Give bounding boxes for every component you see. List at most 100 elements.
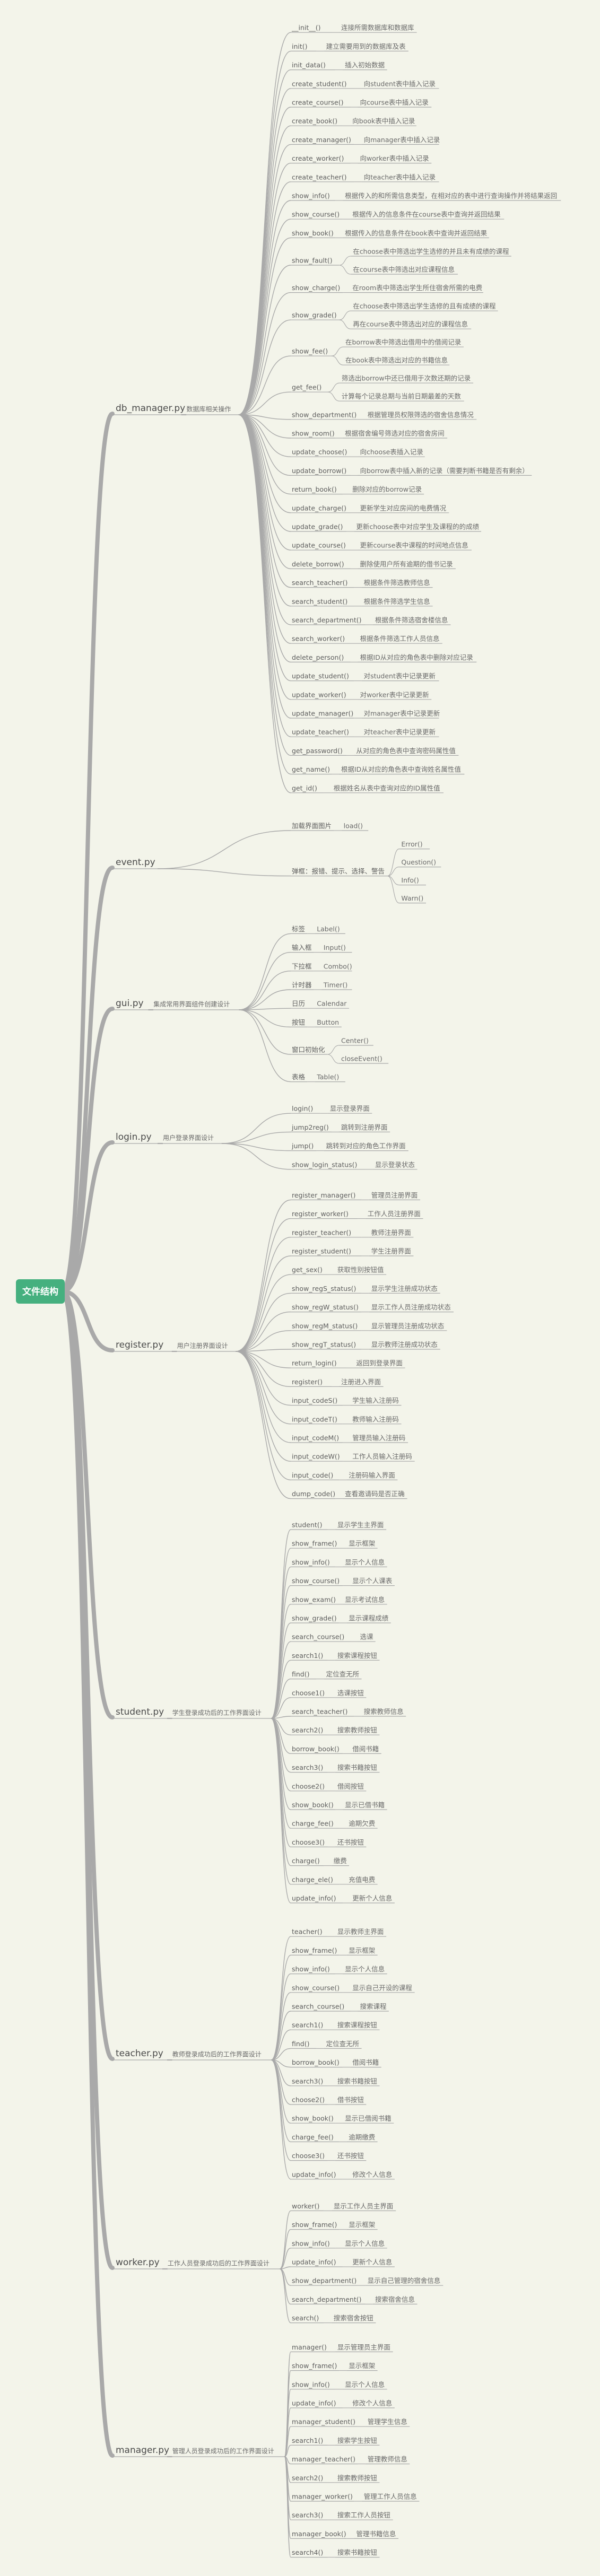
function-node: student() xyxy=(292,1521,323,1529)
file-node-student: student.py xyxy=(116,1707,164,1717)
description-node: 对student表中记录更新 xyxy=(364,672,436,680)
description-node: 根据条件筛选工作人员信息 xyxy=(360,635,440,643)
connector-line xyxy=(238,414,291,513)
function-node: show_course() xyxy=(292,211,340,219)
connector-line xyxy=(238,391,291,415)
connector-line xyxy=(238,265,291,415)
connector-line xyxy=(238,414,291,588)
function-node: return_login() xyxy=(292,1359,337,1367)
description-node: load() xyxy=(344,822,363,830)
description-node: Warn() xyxy=(401,894,423,902)
description-node: 学生注册界面 xyxy=(371,1247,411,1255)
description-node: 显示登录状态 xyxy=(375,1160,415,1168)
description-node: 定位查无所 xyxy=(326,2040,360,2048)
connector-line xyxy=(238,414,291,700)
connector-line xyxy=(238,414,291,775)
connector-line xyxy=(157,868,291,877)
description-node: 搜索工作人员按钮 xyxy=(337,2511,390,2519)
function-node: init() xyxy=(292,42,308,50)
connector-line xyxy=(238,414,291,495)
description-node: 对worker表中记录更新 xyxy=(360,691,429,698)
connector-line xyxy=(238,414,291,420)
function-node: search_student() xyxy=(292,597,347,605)
description-node: 管理工作人员信息 xyxy=(364,2493,417,2501)
function-node: search_course() xyxy=(292,2003,344,2011)
function-node: jump() xyxy=(291,1142,314,1150)
function-node: delete_borrow() xyxy=(292,560,344,568)
function-node: 窗口初始化 xyxy=(292,1046,325,1054)
function-node: manager_student() xyxy=(292,2418,355,2426)
function-node: choose3() xyxy=(292,2152,325,2160)
connector-line xyxy=(271,2011,291,2060)
description-node: 显示个人信息 xyxy=(345,1965,385,1973)
connector-line xyxy=(339,265,351,275)
function-node: show_book() xyxy=(292,2115,334,2123)
description-node: 搜索书籍按钮 xyxy=(337,2548,377,2556)
function-node: show_info() xyxy=(292,1558,330,1566)
description-node: 向borrow表中插入新的记录（需要判断书籍是否有剩余） xyxy=(360,467,529,475)
description-node: 显示学生注册成功状态 xyxy=(371,1285,438,1293)
connector-line xyxy=(271,1548,291,1719)
description-node: 删除对应的borrow记录 xyxy=(352,485,422,493)
connector-line xyxy=(239,1009,291,1028)
function-node: show_regM_status() xyxy=(292,1322,358,1330)
connector-line xyxy=(238,414,291,476)
description-node: 搜索教师按钮 xyxy=(337,1726,377,1734)
function-node: borrow_book() xyxy=(292,2058,340,2066)
connector-line xyxy=(271,2029,291,2060)
description-node: 显示个人信息 xyxy=(345,1558,385,1566)
connector-line xyxy=(271,2048,291,2060)
function-node: search3() xyxy=(292,2077,323,2085)
description-node: Input() xyxy=(324,944,346,951)
function-node: create_worker() xyxy=(292,154,344,162)
description-node: 搜索宿舍信息 xyxy=(375,2295,415,2303)
function-node: delete_person() xyxy=(292,653,344,661)
function-node: input_codeT() xyxy=(292,1415,337,1423)
connector-line xyxy=(236,1311,291,1352)
function-node: search_worker() xyxy=(292,635,345,643)
connector-line xyxy=(271,1718,291,1903)
function-node: 标签 xyxy=(292,925,306,933)
connector-line xyxy=(284,2444,291,2457)
function-node: show_grade() xyxy=(292,311,337,319)
file-node-teacher: teacher.py xyxy=(116,2048,163,2059)
connector-line xyxy=(60,1140,115,1294)
description-node: 显示管理员主界面 xyxy=(337,2343,390,2351)
connector-line xyxy=(238,162,291,415)
file-node-manager: manager.py xyxy=(116,2445,169,2456)
function-node: show_frame() xyxy=(292,2362,337,2370)
function-node: borrow_book() xyxy=(292,1745,340,1753)
function-node: 计时器 xyxy=(292,981,312,989)
description-node: 对teacher表中记录更新 xyxy=(364,728,436,736)
connector-line xyxy=(327,391,340,401)
function-node: 按钮 xyxy=(292,1018,305,1026)
function-node: show_book() xyxy=(292,1801,334,1809)
connector-line xyxy=(239,971,291,1010)
description-node: 获取性别按钮值 xyxy=(337,1266,384,1274)
description-node: closeEvent() xyxy=(341,1055,382,1063)
description-node: Combo() xyxy=(324,962,352,970)
description-node: 缴费 xyxy=(334,1857,347,1865)
description-node: 搜索课程按钮 xyxy=(337,1652,377,1660)
connector-line xyxy=(236,1351,291,1499)
description-node: 连接所需数据库和数据库 xyxy=(341,24,414,32)
description-node: 再在course表中筛选出对应的课程信息 xyxy=(353,320,468,328)
description-node: 搜索书籍按钮 xyxy=(337,2077,377,2085)
function-node: register_student() xyxy=(292,1247,351,1255)
connector-line xyxy=(331,346,344,356)
connector-line xyxy=(284,2456,291,2558)
connector-lines xyxy=(60,32,399,2558)
function-node: search2() xyxy=(292,2474,323,2482)
description-node: Question() xyxy=(401,858,436,866)
function-node: choose2() xyxy=(292,1782,325,1790)
function-node: show_grade() xyxy=(292,1614,337,1622)
function-node: show_exam() xyxy=(292,1595,336,1603)
connector-line xyxy=(387,876,399,904)
description-node: 从对应的角色表中查询密码属性值 xyxy=(356,747,456,755)
description-node: 根据姓名从表中查询对应的ID属性值 xyxy=(334,784,440,792)
description-node: 显示教师注册成功状态 xyxy=(371,1341,438,1349)
connector-line xyxy=(157,830,291,869)
description-node: 显示管理员注册成功状态 xyxy=(371,1322,445,1330)
file-description: 教师登录成功后的工作界面设计 xyxy=(172,2050,262,2058)
